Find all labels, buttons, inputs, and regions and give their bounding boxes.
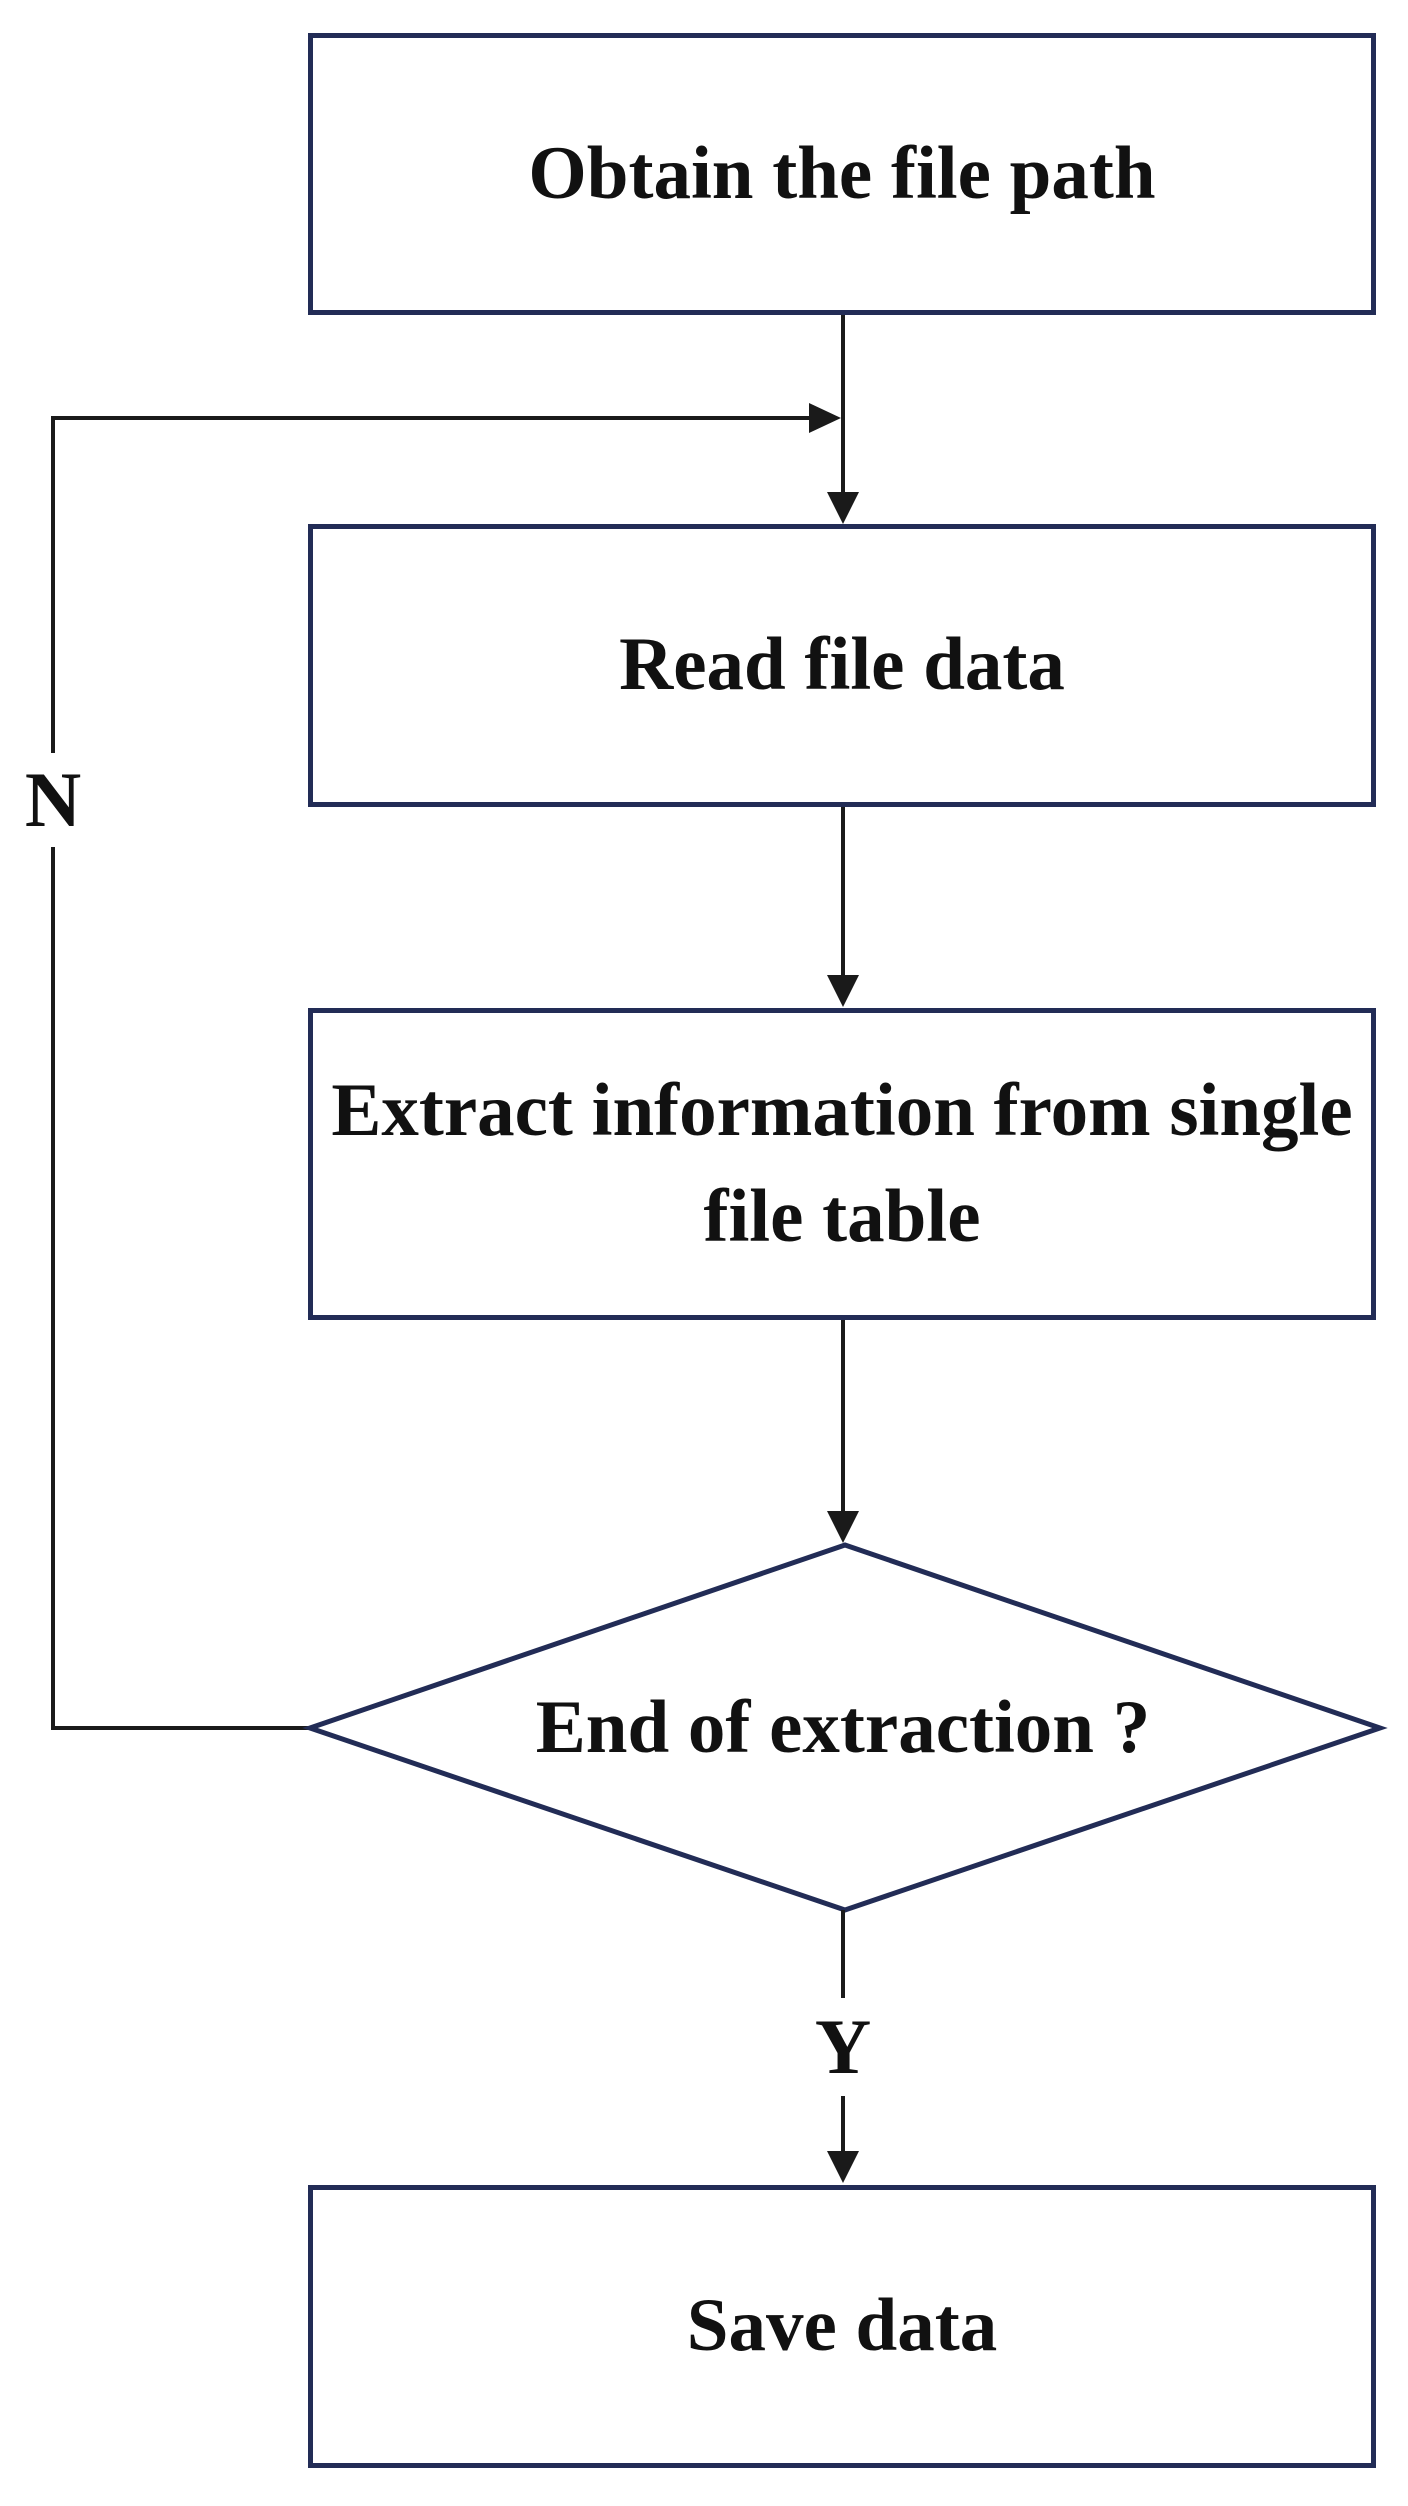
node-save-data: Save data: [308, 2185, 1376, 2468]
arrowhead-into-decision: [827, 1511, 859, 1543]
arrowhead-into-save: [827, 2151, 859, 2183]
node-label: Obtain the file path: [528, 131, 1156, 215]
node-read-file-data: Read file data: [308, 524, 1376, 807]
node-obtain-file-path: Obtain the file path: [308, 33, 1376, 315]
branch-label-yes: Y: [796, 1998, 890, 2096]
branch-label-no: N: [6, 753, 100, 847]
node-label: Save data: [686, 2284, 998, 2368]
arrowhead-into-extract: [827, 975, 859, 1007]
node-extract-information: Extract information from single file tab…: [308, 1008, 1376, 1320]
node-end-of-extraction-label: End of extraction ?: [535, 1686, 1151, 1769]
no-branch-connector: [51, 416, 811, 1730]
no-branch-arrowhead: [809, 403, 841, 433]
arrowhead-into-read: [827, 492, 859, 524]
node-label: Extract information from single file tab…: [331, 1068, 1353, 1259]
node-label: Read file data: [619, 623, 1065, 707]
